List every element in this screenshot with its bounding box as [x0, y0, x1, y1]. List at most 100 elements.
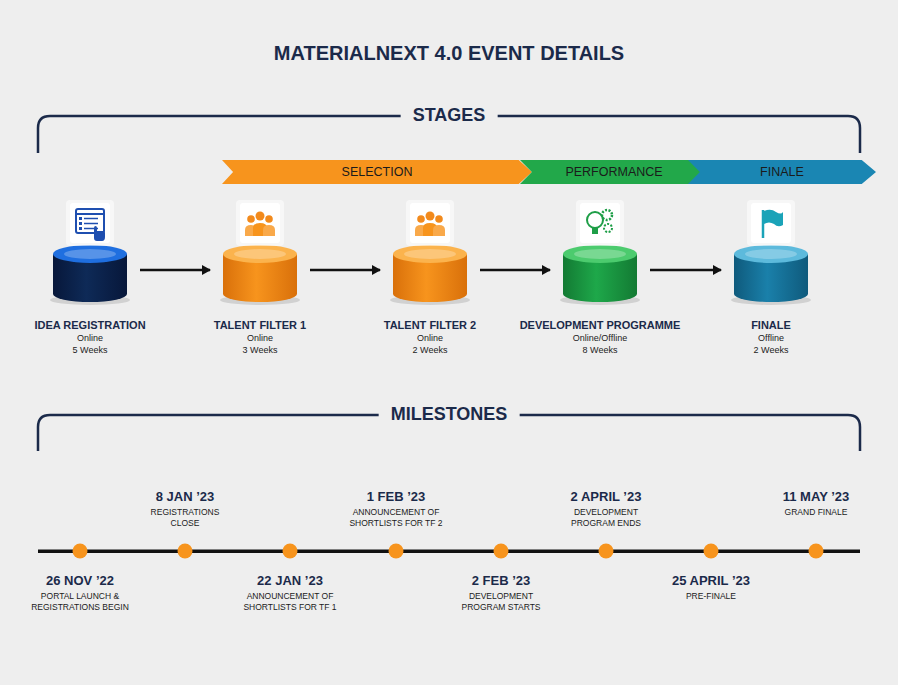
- cylinder-glow: [234, 249, 286, 259]
- chevron: [688, 160, 876, 184]
- milestone-note: DEVELOPMENT PROGRAM STARTS: [459, 591, 543, 613]
- section-heading: STAGES: [401, 105, 498, 126]
- stage-detail: Online/Offline: [520, 332, 681, 344]
- icon-gear: [604, 224, 612, 232]
- icon-head: [426, 212, 435, 221]
- icon-box: [751, 203, 791, 243]
- icon-glow: [576, 200, 624, 246]
- icon-box: [70, 203, 110, 243]
- stage-cylinder: IDEA REGISTRATIONOnline5 Weeks: [52, 200, 128, 305]
- stage-cylinder: DEVELOPMENT PROGRAMMEOnline/Offline8 Wee…: [562, 200, 638, 305]
- cylinder-glow: [745, 249, 797, 259]
- stage-detail: 8 Weeks: [520, 344, 681, 356]
- icon-box: [240, 203, 280, 243]
- icon-head: [417, 215, 425, 223]
- banner-label: FINALE: [688, 160, 876, 184]
- milestone-dot: [389, 544, 404, 559]
- icon-part: [76, 213, 104, 215]
- milestone-note: DEVELOPMENT PROGRAM ENDS: [564, 507, 648, 529]
- icon-part: [79, 227, 82, 230]
- icon-part: [79, 217, 82, 220]
- milestone-note: ANNOUNCEMENT OF SHORTLISTS FOR TF 2: [348, 507, 444, 529]
- icon-body: [433, 225, 445, 236]
- stage-detail: 5 Weeks: [34, 344, 145, 356]
- milestone-date: 8 JAN ’23: [119, 489, 251, 505]
- flow-arrow: [480, 269, 550, 272]
- icon-hand: [94, 226, 105, 241]
- stage-name: DEVELOPMENT PROGRAMME: [520, 318, 681, 332]
- stage-name: TALENT FILTER 1: [214, 318, 306, 332]
- stage-detail: 2 Weeks: [384, 344, 476, 356]
- milestone-dot: [704, 544, 719, 559]
- flow-arrow: [650, 269, 721, 272]
- stage-caption: TALENT FILTER 2Online2 Weeks: [384, 318, 476, 356]
- cylinder-top: [53, 245, 127, 263]
- milestone-label: 22 JAN ’23ANNOUNCEMENT OF SHORTLISTS FOR…: [242, 573, 338, 613]
- milestone-date: 2 APRIL ’23: [534, 489, 678, 505]
- cylinder-shape: [222, 200, 298, 305]
- cylinder-glow: [574, 249, 626, 259]
- stage-name: IDEA REGISTRATION: [34, 318, 145, 332]
- chevron: [520, 160, 708, 184]
- milestone-note: PORTAL LAUNCH & REGISTRATIONS BEGIN: [30, 591, 130, 613]
- cylinder-top: [563, 245, 637, 263]
- milestone-label: 26 NOV ’22PORTAL LAUNCH & REGISTRATIONS …: [30, 573, 130, 613]
- milestone-date: 11 MAY ’23: [746, 489, 886, 505]
- timeline: [38, 550, 860, 554]
- cylinder-shape: [392, 200, 468, 305]
- milestone-dot: [73, 544, 88, 559]
- icon-part: [84, 223, 98, 225]
- milestone-label: 1 FEB ’23ANNOUNCEMENT OF SHORTLISTS FOR …: [348, 489, 444, 529]
- stage-caption: FINALEOffline2 Weeks: [751, 318, 791, 356]
- icon-part: [79, 222, 82, 225]
- icon-bulb: [587, 212, 603, 228]
- stage-detail: 2 Weeks: [751, 344, 791, 356]
- icon-bulb-base: [592, 228, 598, 234]
- banner-label: PERFORMANCE: [520, 160, 708, 184]
- icon-glow: [747, 200, 795, 246]
- icon-body: [263, 225, 275, 236]
- milestone-date: 25 APRIL ’23: [641, 573, 781, 589]
- cylinder-glow: [404, 249, 456, 259]
- milestone-dots: [73, 544, 824, 559]
- milestone-date: 26 NOV ’22: [0, 573, 160, 589]
- cylinder-shape: [733, 200, 809, 305]
- stage-cylinder: TALENT FILTER 2Online2 Weeks: [392, 200, 468, 305]
- icon-head: [247, 215, 255, 223]
- milestone-dot: [178, 544, 193, 559]
- stage-name: FINALE: [751, 318, 791, 332]
- milestone-note: REGISTRATIONS CLOSE: [149, 507, 221, 529]
- icon-flag: [764, 210, 783, 227]
- stage-cylinder: FINALEOffline2 Weeks: [733, 200, 809, 305]
- milestone-label: 2 APRIL ’23DEVELOPMENT PROGRAM ENDS: [564, 489, 648, 529]
- milestone-dot: [283, 544, 298, 559]
- icon-glow: [236, 200, 284, 246]
- section-heading: MILESTONES: [379, 404, 520, 425]
- milestone-label: 2 FEB ’23DEVELOPMENT PROGRAM STARTS: [459, 573, 543, 613]
- icon-head: [256, 212, 265, 221]
- icon-box: [410, 203, 450, 243]
- icon-pole: [762, 210, 765, 238]
- milestone-dot: [494, 544, 509, 559]
- flow-arrow: [310, 269, 380, 272]
- icon-part: [84, 218, 98, 220]
- icon-glow: [406, 200, 454, 246]
- milestone-note: PRE-FINALE: [671, 591, 751, 602]
- milestone-dot: [809, 544, 824, 559]
- icon-head: [435, 215, 443, 223]
- cylinder-shape: [52, 200, 128, 305]
- milestone-note: GRAND FINALE: [776, 507, 856, 518]
- milestone-label: 11 MAY ’23GRAND FINALE: [776, 489, 856, 518]
- icon-glow: [66, 200, 114, 246]
- icon-part: [76, 209, 104, 233]
- icon-head: [265, 215, 273, 223]
- cylinder-top: [734, 245, 808, 263]
- icon-box: [580, 203, 620, 243]
- milestone-label: 25 APRIL ’23PRE-FINALE: [671, 573, 751, 602]
- page-title: MATERIALNEXT 4.0 EVENT DETAILS: [0, 42, 898, 65]
- cylinder-top: [393, 245, 467, 263]
- chevron: [222, 160, 532, 184]
- milestone-date: 2 FEB ’23: [429, 573, 573, 589]
- stage-caption: DEVELOPMENT PROGRAMMEOnline/Offline8 Wee…: [520, 318, 681, 356]
- milestone-date: 1 FEB ’23: [318, 489, 474, 505]
